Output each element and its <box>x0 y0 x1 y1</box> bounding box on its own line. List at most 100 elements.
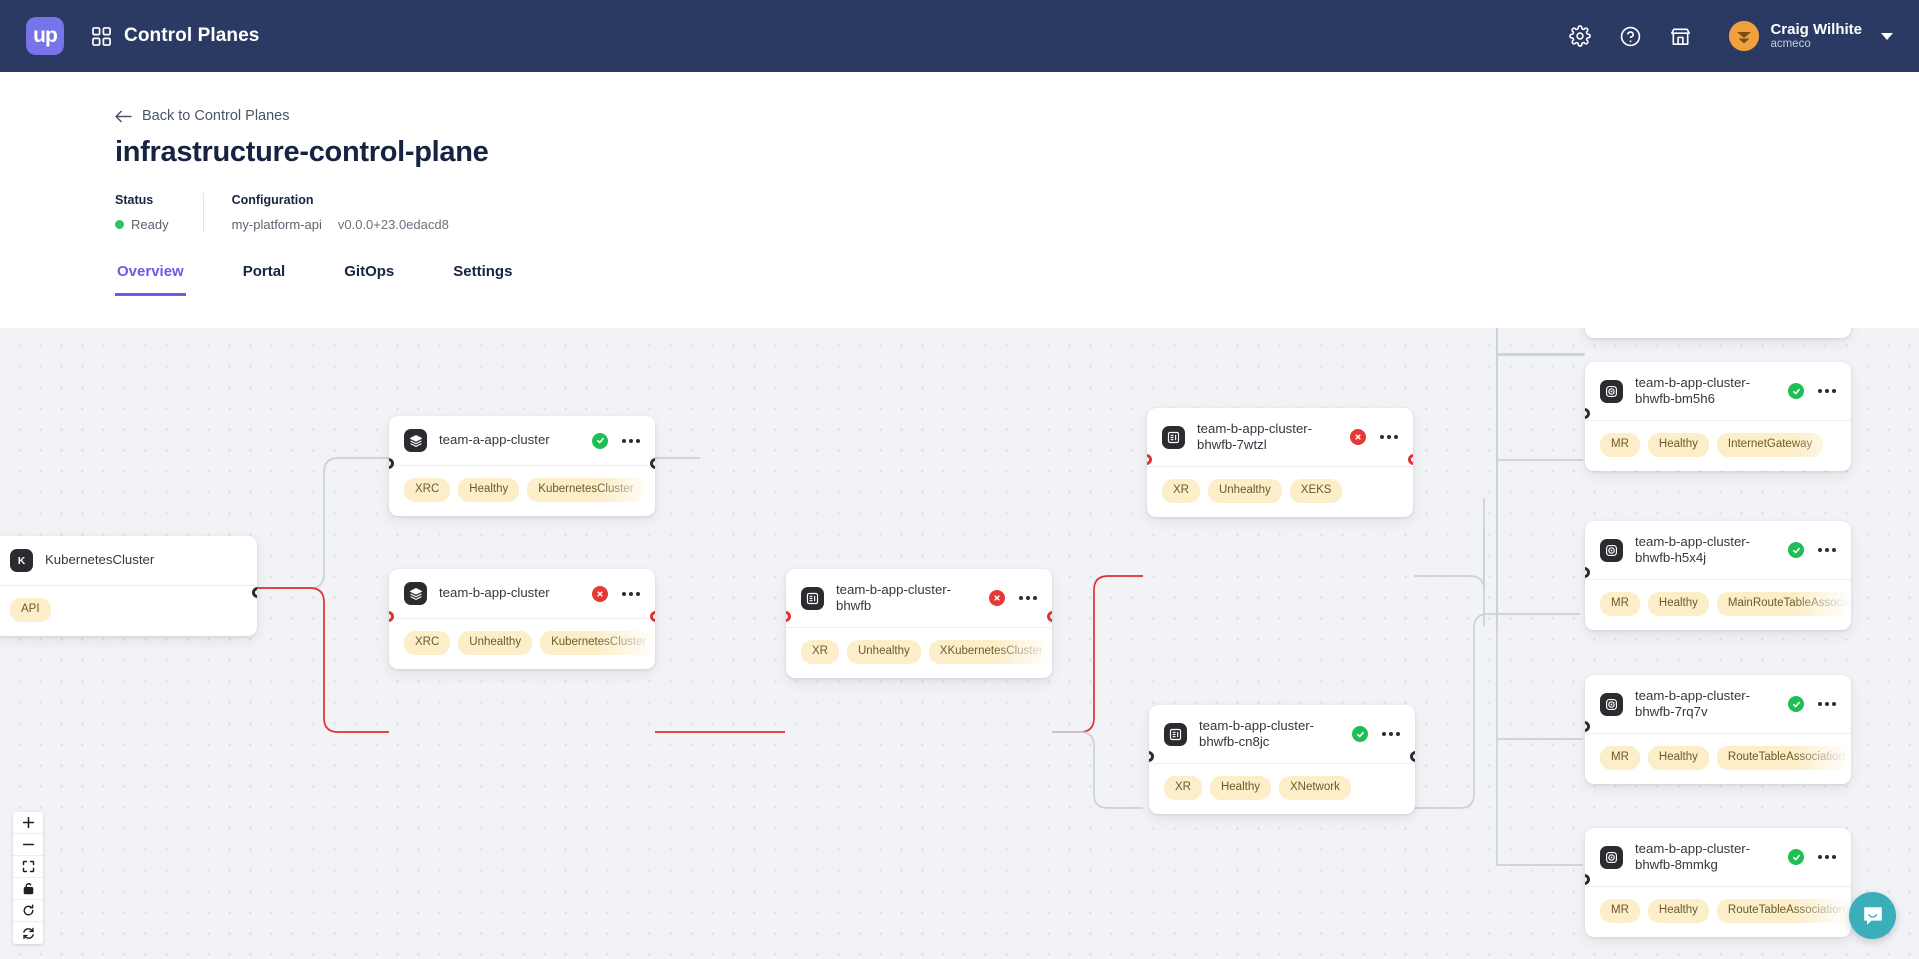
meta-row: Status Ready Configuration my-platform-a… <box>115 193 1919 232</box>
node-tags: MR Healthy MainRouteTableAssociation <box>1585 580 1851 630</box>
node-divider <box>389 465 655 466</box>
sync-icon[interactable] <box>13 922 43 944</box>
fit-view-icon[interactable] <box>13 856 43 878</box>
resource-graph-canvas[interactable]: K KubernetesCluster API team-a-app-clust… <box>0 328 1919 959</box>
lock-icon[interactable] <box>13 878 43 900</box>
configuration-version: v0.0.0+23.0edacd8 <box>337 217 449 232</box>
node-menu-button[interactable] <box>1816 851 1838 863</box>
node-menu-button[interactable] <box>1816 544 1838 556</box>
svg-text:K: K <box>18 556 26 567</box>
node-title: team-b-app-cluster <box>439 585 550 601</box>
kubernetes-k-icon: K <box>10 549 33 572</box>
status-healthy-icon <box>592 432 608 449</box>
node-divider <box>0 585 257 586</box>
node-handle-right[interactable] <box>252 587 257 598</box>
node-handle-right[interactable] <box>1408 454 1413 465</box>
composite-resource-icon <box>1164 722 1187 746</box>
user-menu[interactable]: Craig Wilhite acmeco <box>1729 21 1893 51</box>
graph-node-kubernetescluster[interactable]: K KubernetesCluster API <box>0 536 257 636</box>
node-title: team-b-app-cluster-bhwfb-bm5h6 <box>1635 375 1751 407</box>
chat-bubble-button[interactable] <box>1849 892 1896 939</box>
reset-icon[interactable] <box>13 900 43 922</box>
zoom-out-icon[interactable] <box>13 834 43 856</box>
marketplace-icon[interactable] <box>1667 23 1693 49</box>
node-tags: XRC Healthy KubernetesCluster <box>389 466 655 516</box>
graph-node-partial-top[interactable] <box>1585 328 1851 338</box>
graph-node-team-b-app-cluster-bhwfb[interactable]: team-b-app-cluster-bhwfb XR Unhealthy XK… <box>786 569 1052 678</box>
node-handle-right[interactable] <box>650 611 655 622</box>
node-header: team-b-app-cluster-bhwfb-cn8jc <box>1149 705 1415 763</box>
node-divider <box>1149 763 1415 765</box>
node-divider <box>1585 733 1851 735</box>
tag: InternetGateway <box>1716 433 1824 457</box>
layers-icon <box>404 429 427 452</box>
graph-node-team-b-app-cluster-bhwfb-7rq7v[interactable]: team-b-app-cluster-bhwfb-7rq7v MR Health… <box>1585 675 1851 784</box>
settings-gear-icon[interactable] <box>1567 23 1593 49</box>
node-menu-button[interactable] <box>1017 592 1039 604</box>
tag: KubernetesCluster <box>527 478 645 502</box>
node-menu-button[interactable] <box>620 588 642 600</box>
tag: MR <box>1600 433 1640 457</box>
top-navigation-bar: up Control Planes <box>0 0 1919 72</box>
node-title: team-a-app-cluster <box>439 432 550 448</box>
node-handle-left[interactable] <box>1147 454 1152 465</box>
node-handle-left[interactable] <box>389 458 394 469</box>
node-handle-left[interactable] <box>1585 567 1590 578</box>
tag: XRC <box>404 631 451 655</box>
node-divider <box>389 618 655 619</box>
composite-resource-icon <box>1162 425 1185 449</box>
node-handle-left[interactable] <box>786 611 791 622</box>
page-title: infrastructure-control-plane <box>115 136 489 168</box>
graph-node-team-b-app-cluster-bhwfb-h5x4j[interactable]: team-b-app-cluster-bhwfb-h5x4j MR Health… <box>1585 521 1851 630</box>
node-menu-button[interactable] <box>1816 385 1838 397</box>
node-menu-button[interactable] <box>1816 698 1838 710</box>
tag: KubernetesCluster <box>540 631 655 655</box>
node-handle-left[interactable] <box>1585 721 1590 732</box>
managed-resource-icon <box>1600 845 1623 869</box>
graph-node-team-a-app-cluster[interactable]: team-a-app-cluster XRC Healthy Kubernete… <box>389 416 655 516</box>
node-header: K KubernetesCluster <box>0 536 257 585</box>
node-tags: XRC Unhealthy KubernetesCluster <box>389 619 655 669</box>
node-tags: MR Healthy InternetGateway <box>1585 421 1851 471</box>
configuration-block: Configuration my-platform-api v0.0.0+23.… <box>202 193 483 232</box>
back-to-control-planes-link[interactable]: Back to Control Planes <box>115 108 290 124</box>
tag: Healthy <box>1647 746 1709 770</box>
graph-node-team-b-app-cluster-bhwfb-8mmkg[interactable]: team-b-app-cluster-bhwfb-8mmkg MR Health… <box>1585 828 1851 937</box>
canvas-controls <box>13 812 43 944</box>
tag: MR <box>1600 899 1640 923</box>
graph-node-team-b-app-cluster-bhwfb-7wtzl[interactable]: team-b-app-cluster-bhwfb-7wtzl XR Unheal… <box>1147 408 1413 517</box>
tab-portal[interactable]: Portal <box>242 263 286 280</box>
avatar <box>1729 21 1760 51</box>
tag: XKubernetesCluster <box>928 640 1052 664</box>
tab-gitops[interactable]: GitOps <box>344 263 395 280</box>
node-menu-button[interactable] <box>1380 728 1402 740</box>
graph-node-team-b-app-cluster-bhwfb-bm5h6[interactable]: team-b-app-cluster-bhwfb-bm5h6 MR Health… <box>1585 362 1851 471</box>
nav-control-planes[interactable]: Control Planes <box>92 25 259 47</box>
node-handle-right[interactable] <box>1047 611 1052 622</box>
tab-overview[interactable]: Overview <box>115 254 186 296</box>
node-handle-left[interactable] <box>1585 408 1590 419</box>
node-title: KubernetesCluster <box>45 552 155 568</box>
node-menu-button[interactable] <box>1378 431 1400 443</box>
upbound-logo[interactable]: up <box>26 17 64 55</box>
status-value: Ready <box>131 217 169 232</box>
tag: Healthy <box>458 478 520 502</box>
graph-node-team-b-app-cluster[interactable]: team-b-app-cluster XRC Unhealthy Kuberne… <box>389 569 655 669</box>
zoom-in-icon[interactable] <box>13 812 43 834</box>
node-menu-button[interactable] <box>620 435 642 447</box>
node-handle-right[interactable] <box>650 458 655 469</box>
node-tags: XR Unhealthy XKubernetesCluster <box>786 628 1052 678</box>
node-handle-left[interactable] <box>1149 751 1154 762</box>
graph-node-team-b-app-cluster-bhwfb-cn8jc[interactable]: team-b-app-cluster-bhwfb-cn8jc XR Health… <box>1149 705 1415 814</box>
chevron-down-icon[interactable] <box>1881 32 1893 40</box>
tag: RouteTableAssociation <box>1716 899 1851 923</box>
node-header: team-b-app-cluster <box>389 569 655 618</box>
help-circle-icon[interactable] <box>1617 23 1643 49</box>
tab-settings[interactable]: Settings <box>453 263 513 280</box>
tag: API <box>10 598 51 622</box>
node-handle-left[interactable] <box>389 611 394 622</box>
node-handle-right[interactable] <box>1410 751 1415 762</box>
back-link-label: Back to Control Planes <box>142 108 290 124</box>
node-handle-left[interactable] <box>1585 874 1590 885</box>
node-title: team-b-app-cluster-bhwfb <box>836 582 952 614</box>
